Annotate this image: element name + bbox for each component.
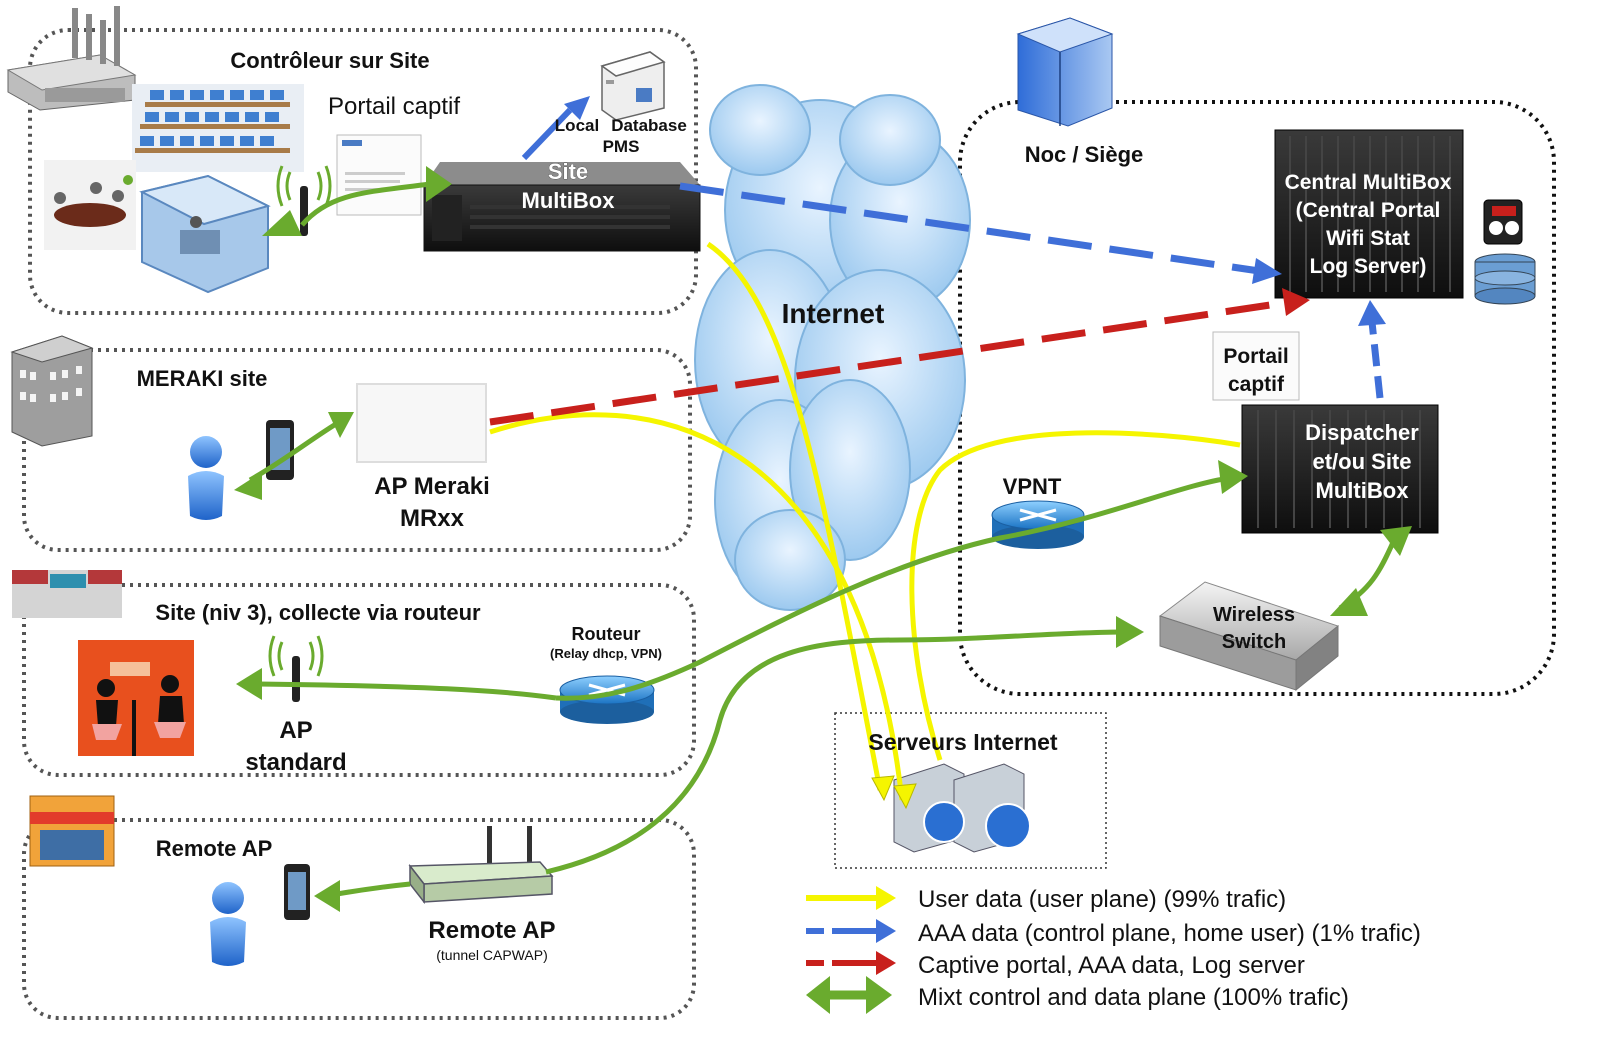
router-note: (Relay dhcp, VPN) bbox=[550, 646, 662, 661]
site-controleur-box bbox=[28, 28, 698, 315]
remote-ap-label: Remote AP bbox=[428, 917, 555, 944]
site-remote-box bbox=[22, 818, 696, 1020]
legend-user-data-swatch bbox=[806, 886, 896, 910]
site-niv3-box bbox=[22, 583, 696, 777]
dispatcher-label-3: MultiBox bbox=[1316, 478, 1410, 503]
ap-standard-label-1: AP bbox=[279, 717, 312, 744]
site-multibox-label-1: Site bbox=[548, 159, 588, 184]
router-label: Routeur bbox=[572, 624, 641, 644]
internet-cloud bbox=[694, 84, 971, 611]
site-meraki-box bbox=[22, 348, 692, 552]
legend-aaa-label: AAA data (control plane, home user) (1% … bbox=[918, 920, 1421, 947]
ap-meraki-device bbox=[356, 383, 487, 463]
captive-portal-flows bbox=[489, 288, 1310, 426]
remote-phone-icon bbox=[284, 864, 310, 920]
meraki-title: MERAKI site bbox=[137, 366, 268, 391]
vpnt-router-icon bbox=[991, 500, 1085, 549]
legend-mixt-swatch bbox=[806, 976, 892, 1014]
remote-ap-device bbox=[408, 826, 554, 905]
switch-label-2: Switch bbox=[1222, 631, 1286, 653]
central-label-1: Central MultiBox bbox=[1285, 171, 1452, 194]
user-data-arrowheads bbox=[871, 775, 917, 810]
dispatcher-rack bbox=[1241, 404, 1439, 534]
internet-label: Internet bbox=[782, 298, 885, 329]
remote-user-icon bbox=[210, 882, 246, 966]
switch-label-1: Wireless bbox=[1213, 604, 1295, 626]
servers-title: Serveurs Internet bbox=[868, 729, 1058, 755]
mixt-arrowheads bbox=[234, 166, 1412, 912]
controleur-portal-label: Portail captif bbox=[328, 93, 460, 120]
user-data-flows bbox=[489, 241, 1241, 801]
remote-title: Remote AP bbox=[156, 836, 273, 861]
noc-portal-label-2: captif bbox=[1228, 373, 1285, 396]
wireless-switch-icon bbox=[1158, 581, 1340, 692]
shop-icon bbox=[29, 795, 115, 867]
remote-ap-note: (tunnel CAPWAP) bbox=[436, 947, 548, 963]
mixt-flows bbox=[248, 181, 1397, 898]
meraki-building-icon bbox=[10, 335, 94, 447]
noc-building-icon bbox=[1016, 17, 1114, 127]
legend-mixt-label: Mixt control and data plane (100% trafic… bbox=[918, 984, 1349, 1011]
pms-label: PMS bbox=[603, 137, 640, 156]
local-label: Local bbox=[555, 116, 599, 135]
factory-icon bbox=[6, 6, 137, 111]
meeting-icon bbox=[44, 160, 136, 250]
database-pc-icon bbox=[600, 51, 666, 121]
central-label-3: Wifi Stat bbox=[1326, 227, 1410, 250]
ap-standard-label-2: standard bbox=[245, 749, 346, 776]
captive-portal-thumbnail bbox=[336, 134, 422, 216]
noc-portal-label-1: Portail bbox=[1223, 345, 1288, 368]
monitoring-database-icon bbox=[1474, 199, 1536, 305]
dispatcher-label-1: Dispatcher bbox=[1305, 420, 1419, 445]
meraki-user-icon bbox=[188, 436, 224, 520]
site-multibox-server bbox=[423, 162, 701, 252]
database-label: Database bbox=[611, 116, 687, 135]
noc-portal-thumbnail bbox=[1212, 331, 1300, 401]
legend-captive-label: Captive portal, AAA data, Log server bbox=[918, 952, 1305, 979]
legend-user-data-label: User data (user plane) (99% trafic) bbox=[918, 886, 1286, 913]
legend-aaa-swatch bbox=[806, 919, 896, 943]
ap-meraki-label-1: AP Meraki bbox=[374, 473, 490, 500]
internet-servers-icon bbox=[893, 763, 1031, 853]
meraki-phone-icon bbox=[266, 420, 294, 480]
office-room-icon bbox=[139, 174, 271, 294]
cafe-scene-icon bbox=[78, 640, 194, 756]
ap-standard-icon bbox=[268, 635, 324, 702]
ap-meraki-label-2: MRxx bbox=[400, 505, 465, 532]
dispatcher-label-2: et/ou Site bbox=[1312, 449, 1411, 474]
legend-captive-swatch bbox=[806, 951, 896, 975]
legend: User data (user plane) (99% trafic) AAA … bbox=[806, 886, 1421, 1014]
controleur-title: Contrôleur sur Site bbox=[230, 48, 429, 73]
classroom-icon bbox=[132, 84, 304, 172]
aaa-data-flows bbox=[521, 96, 1386, 399]
central-label-2: (Central Portal bbox=[1296, 199, 1441, 222]
central-label-4: Log Server) bbox=[1310, 255, 1427, 278]
central-multibox-rack bbox=[1274, 129, 1464, 299]
stores-icon bbox=[12, 570, 122, 618]
vpnt-label: VPNT bbox=[1003, 474, 1062, 499]
site-multibox-label-2: MultiBox bbox=[522, 188, 616, 213]
servers-box bbox=[834, 712, 1107, 869]
noc-title: Noc / Siège bbox=[1025, 142, 1144, 167]
niv3-title: Site (niv 3), collecte via routeur bbox=[155, 600, 481, 625]
